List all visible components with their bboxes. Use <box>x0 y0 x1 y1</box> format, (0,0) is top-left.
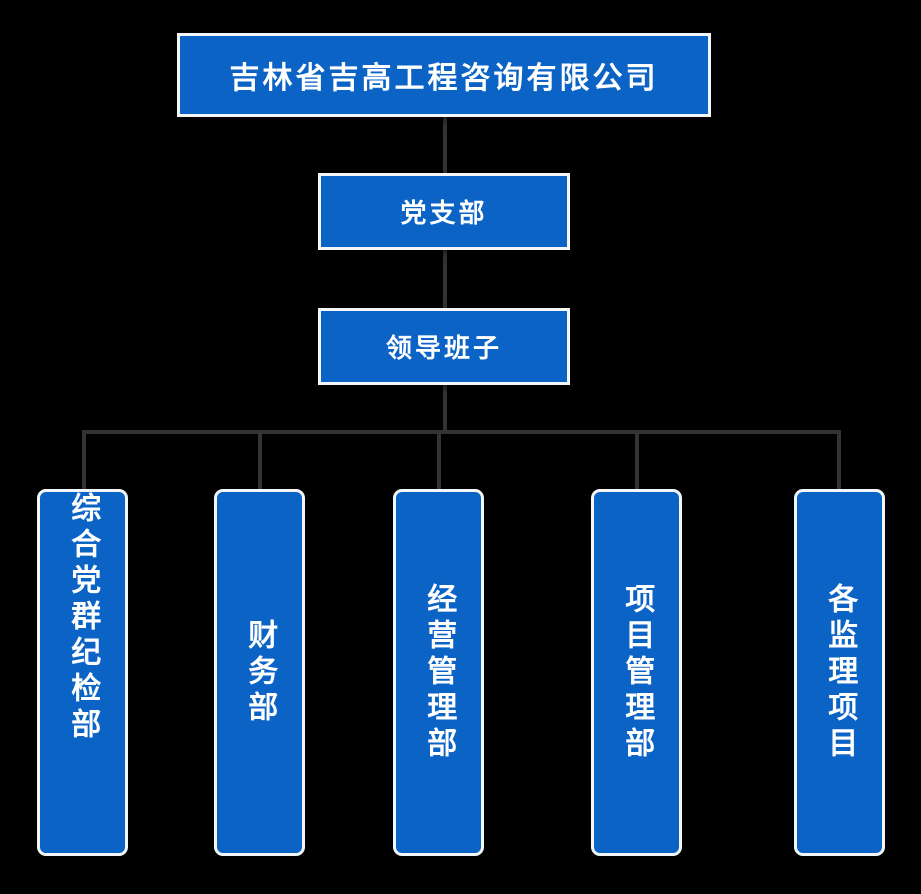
node-dept-supervision-projects-label: 各监理项目 <box>822 582 858 763</box>
node-dept-business-management-label: 经营管理部 <box>421 582 457 763</box>
connector-drop-4 <box>635 430 639 490</box>
connector-leadership-to-bus <box>443 383 447 434</box>
node-dept-general-party-discipline-label: 综合党群纪检部 <box>65 492 101 744</box>
node-dept-project-management-label: 项目管理部 <box>619 582 655 763</box>
connector-party-to-leadership <box>443 248 447 310</box>
node-leadership[interactable]: 领导班子 <box>318 308 570 385</box>
node-leadership-label: 领导班子 <box>385 334 502 364</box>
node-dept-finance[interactable]: 财务部 <box>214 489 305 856</box>
connector-drop-3 <box>437 430 441 490</box>
node-company[interactable]: 吉林省吉高工程咨询有限公司 <box>177 33 711 117</box>
node-party-branch-label: 党支部 <box>400 199 488 229</box>
connector-drop-5 <box>837 430 841 490</box>
node-company-label: 吉林省吉高工程咨询有限公司 <box>229 61 659 96</box>
node-dept-finance-label: 财务部 <box>242 618 278 727</box>
node-dept-supervision-projects[interactable]: 各监理项目 <box>794 489 885 856</box>
node-dept-business-management[interactable]: 经营管理部 <box>393 489 484 856</box>
connector-drop-2 <box>258 430 262 490</box>
connector-horizontal-bus <box>84 430 841 434</box>
connector-drop-1 <box>82 430 86 490</box>
node-party-branch[interactable]: 党支部 <box>318 173 570 250</box>
node-dept-project-management[interactable]: 项目管理部 <box>591 489 682 856</box>
connector-company-to-party <box>443 114 447 176</box>
node-dept-general-party-discipline[interactable]: 综合党群纪检部 <box>37 489 128 856</box>
